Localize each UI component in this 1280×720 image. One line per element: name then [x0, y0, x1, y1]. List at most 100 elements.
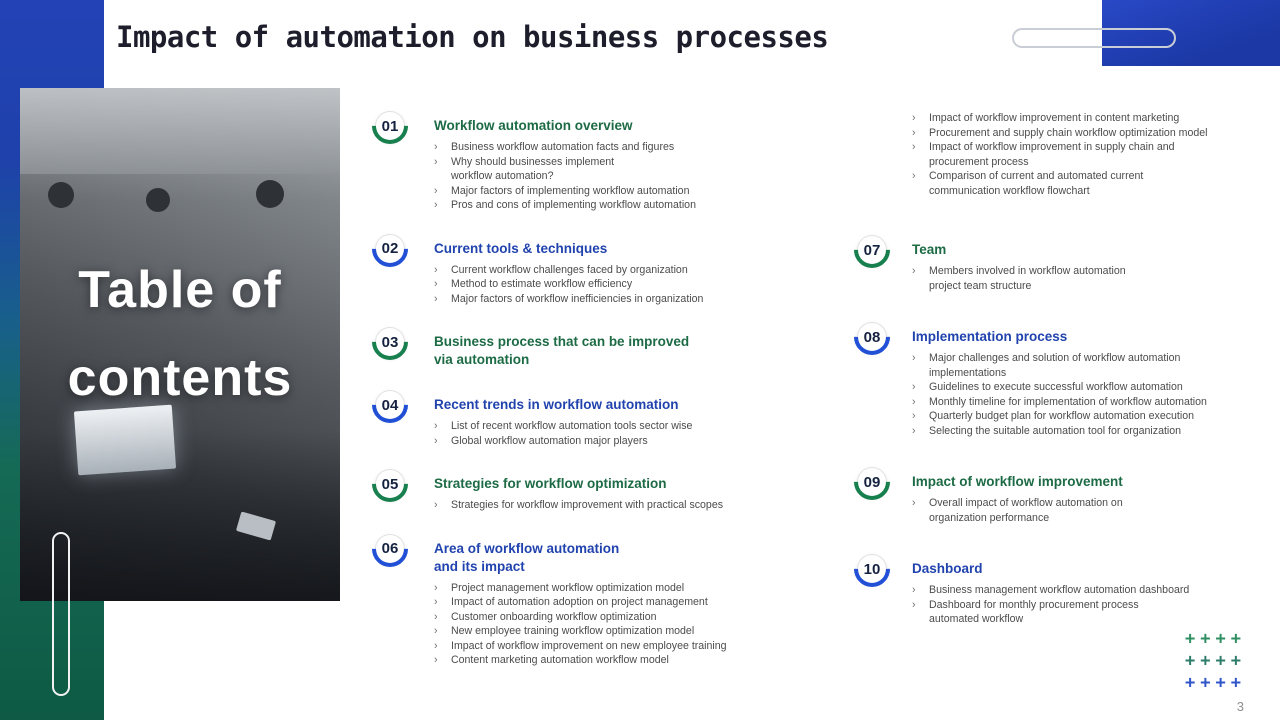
chevron-icon: ›	[912, 126, 916, 139]
bullet-text: Procurement and supply chain workflow op…	[929, 126, 1208, 139]
bullet-text: Why should businesses implement workflow…	[451, 155, 615, 183]
section-number-badge: 02	[364, 223, 416, 274]
plus-row: ++++	[1185, 651, 1246, 671]
bullet-text: Current workflow challenges faced by org…	[451, 263, 688, 276]
bullet-list: › List of recent workflow automation tool…	[434, 419, 784, 448]
bullet-list: › Current workflow challenges faced by or…	[434, 263, 784, 307]
bullet-item: ›Business management workflow automation…	[912, 583, 1278, 598]
bullet-item: › Dashboard for monthly procurement proce…	[912, 598, 1278, 627]
badge-ring	[375, 469, 405, 499]
bullet-list: ›Business workflow automation facts and …	[434, 140, 784, 213]
bullet-list: › Business management workflow automation…	[912, 583, 1278, 627]
bullet-text: Customer onboarding workflow optimizatio…	[451, 610, 657, 623]
badge-ring	[375, 111, 405, 141]
section-number-badge: 07	[846, 224, 898, 276]
toc-section-08: 08 Implementation process ›Major challenge…	[846, 311, 1278, 438]
section-number: 01	[381, 117, 399, 135]
section-number-badge: 08	[846, 311, 898, 363]
section-body: Current tools & techniques › Current workf…	[434, 231, 784, 307]
chevron-icon: ›	[912, 598, 916, 611]
bullet-text: List of recent workflow automation tools…	[451, 420, 693, 432]
section-number: 05	[381, 475, 399, 493]
section-title: Team	[912, 241, 1278, 259]
bullet-text: Dashboard for monthly procurement proces…	[929, 598, 1139, 626]
bullet-item: › List of recent workflow automation tool…	[434, 419, 784, 434]
section-title-line: Current tools & techniques	[434, 240, 608, 256]
hero-line-2: contents	[67, 349, 293, 407]
chevron-icon: ›	[912, 170, 916, 182]
badge-ring	[375, 327, 405, 357]
bullet-item: ›Method to estimate workflow efficiency	[434, 277, 784, 292]
chevron-icon: ›	[434, 610, 438, 623]
chevron-icon: ›	[434, 625, 438, 637]
section-number: 07	[863, 241, 881, 259]
chevron-icon: ›	[912, 497, 916, 509]
bullet-item: › Overall impact of workflow automation o…	[912, 496, 1278, 525]
hero-line-1: Table of	[78, 261, 282, 319]
section-title-line: Team	[912, 242, 947, 257]
bullet-text: Impact of workflow improvement in supply…	[929, 141, 1175, 168]
chevron-icon: ›	[434, 639, 438, 652]
section-body: Team›Members involved in workflow automa…	[912, 232, 1278, 293]
bullet-text: Major challenges and solution of workflo…	[929, 352, 1181, 379]
plus-row: ++++	[1185, 673, 1246, 693]
chevron-icon: ›	[434, 184, 438, 197]
section-title-line: Impact of workflow improvement	[912, 474, 1123, 489]
corner-accent-block	[1102, 0, 1280, 66]
continued-bullet-list: ›Impact of workflow improvement in conte…	[912, 111, 1278, 198]
badge-ring	[375, 533, 405, 564]
section-number-badge: 10	[846, 543, 898, 595]
chevron-icon: ›	[434, 581, 438, 594]
bullet-item: ›Impact of workflow improvement on new e…	[434, 639, 784, 654]
person-silhouette	[48, 182, 74, 208]
chevron-icon: ›	[434, 199, 438, 211]
bullet-item: ›Guidelines to execute successful workfl…	[912, 380, 1278, 395]
section-number-badge: 05	[364, 458, 416, 510]
bullet-list: › Overall impact of workflow automation o…	[912, 496, 1278, 525]
hero-title: Table of contents	[20, 246, 340, 422]
chevron-icon: ›	[912, 141, 916, 153]
bullet-item: ›Business workflow automation facts and …	[434, 140, 784, 155]
bullet-text: Content marketing automation workflow mo…	[451, 654, 669, 666]
bullet-text: Guidelines to execute successful workflo…	[929, 381, 1183, 393]
chevron-icon: ›	[434, 499, 438, 511]
bullet-text: Overall impact of workflow automation on…	[929, 497, 1123, 524]
bullet-text: Comparison of current and automated curr…	[929, 170, 1144, 197]
chevron-icon: ›	[434, 292, 438, 305]
section-title-line: Implementation process	[912, 329, 1068, 344]
section-number-badge: 06	[364, 523, 416, 574]
toc-column-right: ›Impact of workflow improvement in conte…	[846, 106, 1278, 653]
bullet-text: Project management workflow optimization…	[451, 581, 685, 594]
badge-ring	[857, 554, 887, 584]
bullet-text: Business management workflow automation …	[929, 584, 1190, 596]
section-title: Strategies for workflow optimization	[434, 475, 784, 493]
bullet-item: ›Major factors of implementing workflow …	[434, 184, 784, 199]
bullet-list: ›Strategies for workflow improvement wit…	[434, 498, 784, 513]
chevron-icon: ›	[434, 434, 438, 447]
badge-ring	[375, 233, 405, 264]
bullet-text: New employee training workflow optimizat…	[451, 625, 695, 637]
chevron-icon: ›	[434, 263, 438, 276]
section-title-line: and its impact	[434, 558, 525, 574]
section-number: 04	[381, 396, 399, 414]
section-number-badge: 03	[364, 316, 416, 368]
bullet-item: › New employee training workflow optimiza…	[434, 624, 784, 639]
section-title: Impact of workflow improvement	[912, 473, 1278, 491]
chevron-icon: ›	[912, 112, 916, 124]
person-silhouette	[146, 188, 170, 212]
bullet-text: Method to estimate workflow efficiency	[451, 278, 633, 290]
bullet-item: ›Major challenges and solution of workfl…	[912, 351, 1278, 380]
chevron-icon: ›	[434, 420, 438, 432]
section-number-badge: 01	[364, 100, 416, 152]
toc-section-05: 05 Strategies for workflow optimization ›S…	[364, 458, 784, 513]
chevron-icon: ›	[434, 654, 438, 666]
bullet-text: Members involved in workflow automation …	[929, 265, 1126, 292]
